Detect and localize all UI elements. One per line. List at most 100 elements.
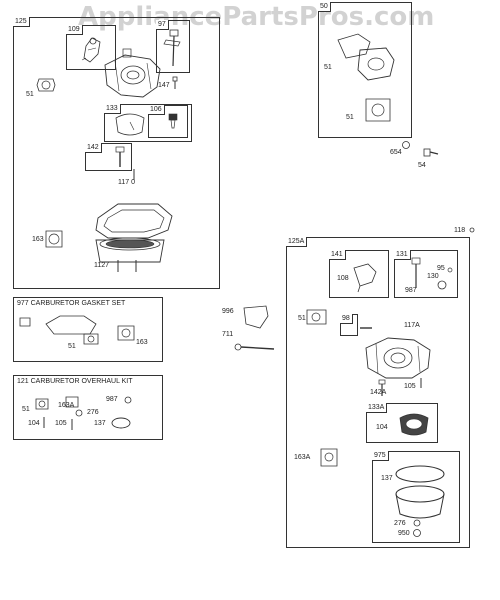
assembly-125A-label: 125A: [286, 237, 308, 247]
spring-part-95: [447, 267, 453, 273]
overhaul-kit-title: 121 CARBURETOR OVERHAUL KIT: [17, 378, 133, 385]
callout-51-gasket-set: 51: [68, 343, 76, 350]
subbox-133[interactable]: [104, 104, 192, 142]
overhaul-part-276: [75, 409, 83, 417]
callout-276-975: 276: [394, 520, 406, 527]
assembly-50-label: 50: [318, 2, 331, 12]
callout-105-overhaul: 105: [55, 420, 67, 427]
overhaul-part-104: [43, 417, 45, 428]
adapter-part-163-125: [45, 230, 63, 248]
washer-part-276-975: [413, 519, 421, 527]
screw-part-950: [413, 529, 421, 537]
assembly-50-box[interactable]: [318, 2, 412, 138]
callout-654: 654: [390, 149, 402, 156]
subbox-106[interactable]: [148, 105, 188, 138]
carburetor-body-125: [104, 48, 161, 98]
assembly-125-label: 125: [13, 17, 30, 27]
subbox-106-label: 106: [148, 105, 165, 115]
callout-105-125A: 105: [404, 383, 416, 390]
jet-part-142A: [378, 379, 386, 396]
carburetor-body-125A: [365, 337, 431, 379]
callout-987-overhaul: 987: [106, 396, 118, 403]
subbox-975-label: 975: [372, 451, 389, 461]
gasket-part-51-125A: [306, 309, 327, 325]
callout-163A-125A: 163A: [294, 454, 311, 461]
subbox-98-label: 98: [340, 314, 353, 324]
bracket-part-996: [243, 305, 269, 329]
overhaul-part-105: [71, 419, 73, 430]
subbox-975[interactable]: [372, 451, 460, 543]
subbox-133-label: 133: [104, 104, 121, 114]
pin-part-117: [133, 169, 135, 180]
callout-117-0: 117 0: [118, 179, 135, 186]
callout-987-131: 987: [405, 287, 417, 294]
callout-104-overhaul: 104: [28, 420, 40, 427]
overhaul-part-163A: [65, 396, 79, 408]
float-bowl-part-975: [395, 485, 445, 519]
overhaul-kit-box[interactable]: [13, 375, 163, 440]
callout-51-125: 51: [26, 91, 34, 98]
callout-163A-overhaul: 163A: [58, 402, 75, 409]
subbox-133A[interactable]: [366, 403, 438, 443]
overhaul-part-51: [35, 398, 49, 410]
subbox-142-label: 142: [85, 143, 102, 153]
callout-996: 996: [222, 308, 234, 315]
callout-51-overhaul: 51: [22, 406, 30, 413]
throttle-part-131: [411, 257, 421, 288]
callout-104-133A: 104: [376, 424, 388, 431]
lever-part-130: [437, 280, 447, 290]
gasket-set-part-51: [83, 333, 99, 345]
callout-137-975: 137: [381, 475, 393, 482]
float-part-133A: [399, 413, 429, 436]
gasket-set-box[interactable]: [13, 297, 163, 362]
bolt-part-711: [234, 343, 275, 351]
jet-part-142: [115, 146, 125, 167]
gasket-set-part-163: [117, 325, 135, 341]
callout-1127: 1127: [94, 262, 110, 269]
float-bowl-part-109: [81, 37, 101, 63]
subbox-97-label: 97: [156, 20, 169, 30]
callout-130: 130: [427, 273, 439, 280]
overhaul-part-137: [111, 417, 131, 429]
callout-54: 54: [418, 162, 426, 169]
subbox-131-label: 131: [394, 250, 411, 260]
choke-part-141: [353, 263, 377, 293]
needle-valve-part-106: [168, 113, 178, 129]
assembly-125-box[interactable]: [13, 17, 220, 289]
subbox-109[interactable]: [66, 25, 116, 70]
gasket-part-51-125: [36, 78, 56, 92]
screws-part-1127: [117, 260, 137, 272]
callout-276-overhaul: 276: [87, 409, 99, 416]
callout-711: 711: [222, 331, 234, 338]
callout-163-gasket-set: 163: [136, 339, 148, 346]
screw-part-147: [172, 76, 178, 89]
callout-108: 108: [337, 275, 349, 282]
overhaul-part-987: [124, 396, 132, 404]
callout-117A: 117A: [404, 322, 420, 329]
clip-part-118: [469, 227, 475, 233]
callout-147: 147: [158, 82, 170, 89]
subbox-109-label: 109: [66, 25, 83, 35]
float-bowl-body-125: [95, 237, 165, 263]
callout-95: 95: [437, 265, 445, 272]
subbox-141-label: 141: [329, 250, 346, 260]
idle-screw-part-98: [360, 327, 372, 329]
callout-137-overhaul: 137: [94, 420, 106, 427]
subbox-131[interactable]: [394, 250, 458, 298]
adapter-part-163A-125A: [320, 448, 338, 467]
gasket-plate-125: [95, 203, 173, 239]
gasket-set-part-a: [19, 317, 31, 327]
gasket-set-title: 977 CARBURETOR GASKET SET: [17, 300, 126, 307]
callout-163-125: 163: [32, 236, 44, 243]
gasket-ring-part-137: [395, 465, 445, 483]
callout-51-50b: 51: [346, 114, 354, 121]
subbox-97[interactable]: [156, 20, 190, 73]
callout-51-50a: 51: [324, 64, 332, 71]
subbox-142[interactable]: [85, 143, 132, 171]
callout-142A: 142A: [370, 389, 387, 396]
subbox-133A-label: 133A: [366, 403, 388, 413]
assembly-125A-box[interactable]: [286, 237, 470, 548]
callout-950: 950: [398, 530, 410, 537]
washer-part-654: [402, 141, 410, 149]
subbox-141[interactable]: [329, 250, 389, 298]
